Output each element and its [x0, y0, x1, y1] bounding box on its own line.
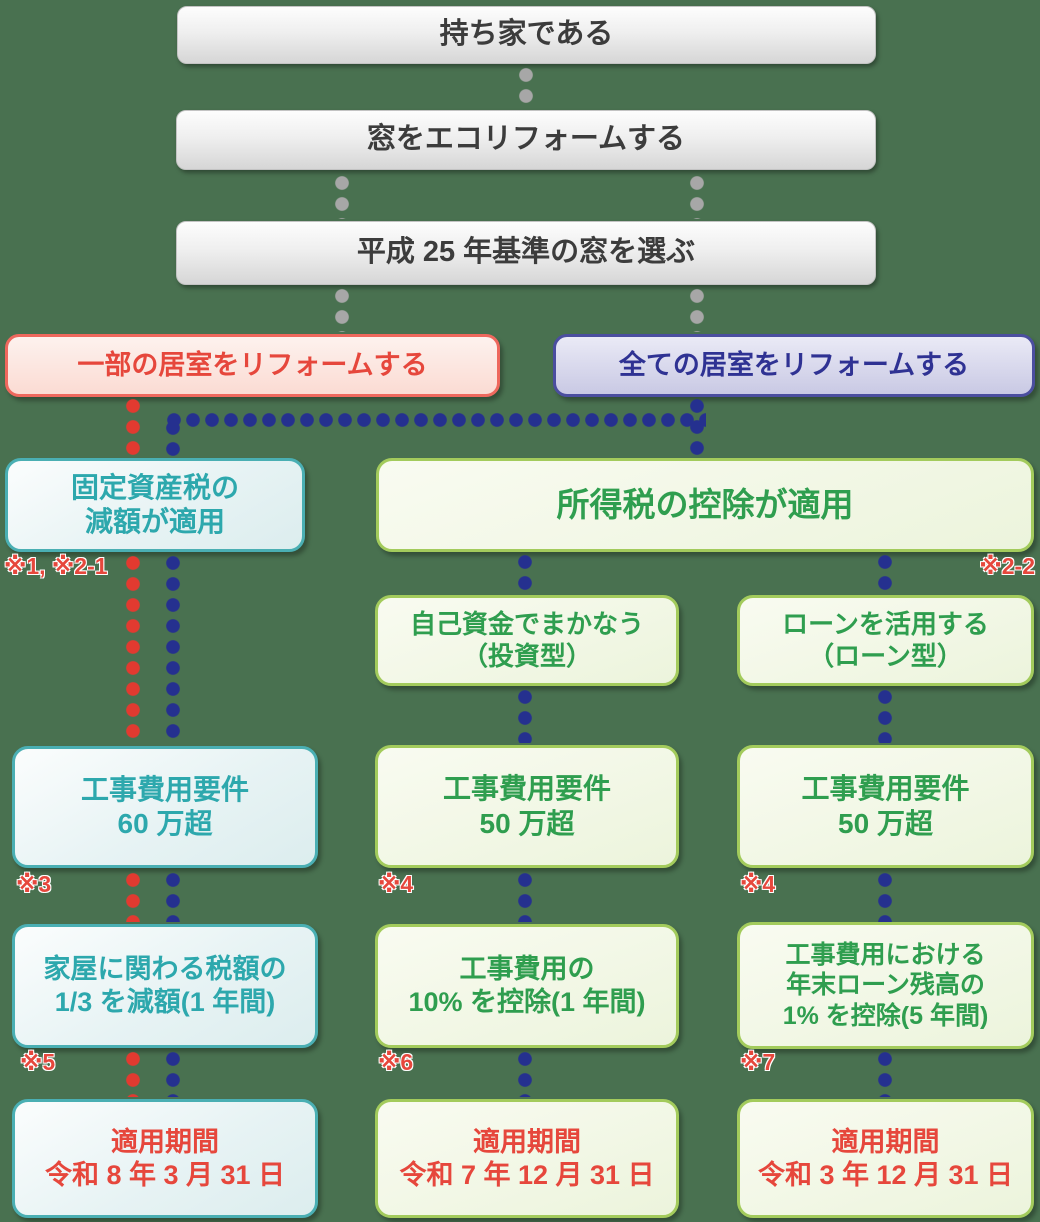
connector-blue-mid-2: [517, 689, 533, 743]
node-period-loan-line2: 令和 3 年 12 月 31 日: [757, 1159, 1014, 1190]
connector-blue-left-1: [165, 420, 181, 456]
node-benefit-loan-line3: 1% を控除(5 年間): [782, 1001, 989, 1030]
node-benefit-invest: 工事費用の 10% を控除(1 年間): [375, 924, 679, 1048]
node-cost-requirement-invest-line2: 50 万超: [479, 807, 575, 839]
node-all-rooms-reform: 全ての居室をリフォームする: [553, 334, 1035, 397]
node-period-invest-line2: 令和 7 年 12 月 31 日: [399, 1159, 655, 1190]
node-period-loan-line1: 適用期間: [831, 1126, 940, 1157]
node-cost-requirement-property: 工事費用要件 60 万超: [12, 746, 318, 868]
connector-blue-left-2: [165, 555, 181, 745]
connector-red-3: [125, 872, 141, 922]
node-self-funded: 自己資金でまかなう （投資型）: [375, 595, 679, 686]
node-period-property-line1: 適用期間: [111, 1126, 219, 1157]
node-period-property-line2: 令和 8 年 3 月 31 日: [44, 1159, 286, 1190]
node-period-property: 適用期間 令和 8 年 3 月 31 日: [12, 1099, 318, 1218]
node-period-invest: 適用期間 令和 7 年 12 月 31 日: [375, 1099, 679, 1218]
node-benefit-property: 家屋に関わる税額の 1/3 を減額(1 年間): [12, 924, 318, 1048]
node-partial-rooms-reform: 一部の居室をリフォームする: [5, 334, 500, 397]
node-benefit-loan-line2: 年末ローン残高の: [786, 971, 985, 1000]
node-benefit-loan: 工事費用における 年末ローン残高の 1% を控除(5 年間): [737, 922, 1034, 1049]
node-property-tax-reduction-line1: 固定資産税の: [70, 471, 239, 503]
connector-blue-rightcol-3: [877, 872, 893, 922]
node-benefit-property-line2: 1/3 を減額(1 年間): [54, 987, 276, 1017]
node-choose-h25-window: 平成 25 年基準の窓を選ぶ: [176, 221, 876, 285]
node-cost-requirement-invest-line1: 工事費用要件: [442, 773, 611, 805]
connector-blue-rightcol-2: [877, 689, 893, 743]
node-use-loan-line2: （ローン型）: [808, 640, 963, 671]
footnote-2-2: ※2-2: [979, 553, 1035, 579]
connector-blue-horizontal: [166, 412, 706, 428]
node-use-loan-line1: ローンを活用する: [782, 608, 989, 639]
footnote-4-loan: ※4: [740, 871, 776, 897]
connector-gray-5: [689, 288, 705, 332]
connector-blue-rightcol-1: [877, 554, 893, 593]
connector-gray-3: [689, 175, 705, 219]
node-income-tax-deduction-label: 所得税の控除が適用: [556, 485, 854, 523]
node-self-funded-line1: 自己資金でまかなう: [409, 608, 644, 639]
node-window-eco-reform-label: 窓をエコリフォームする: [366, 123, 686, 156]
connector-red-1: [125, 398, 141, 456]
node-cost-requirement-loan-line2: 50 万超: [838, 807, 933, 839]
node-owns-home: 持ち家である: [177, 6, 876, 64]
node-cost-requirement-loan: 工事費用要件 50 万超: [737, 745, 1034, 868]
node-benefit-invest-line1: 工事費用の: [459, 954, 595, 985]
footnote-5: ※5: [20, 1049, 56, 1075]
node-period-invest-line1: 適用期間: [473, 1126, 581, 1157]
node-period-loan: 適用期間 令和 3 年 12 月 31 日: [737, 1099, 1034, 1218]
node-benefit-property-line1: 家屋に関わる税額の: [43, 954, 287, 985]
node-partial-rooms-reform-label: 一部の居室をリフォームする: [77, 350, 428, 381]
footnote-4-invest: ※4: [378, 871, 414, 897]
node-window-eco-reform: 窓をエコリフォームする: [176, 110, 876, 170]
node-self-funded-line2: （投資型）: [461, 640, 592, 671]
node-cost-requirement-invest: 工事費用要件 50 万超: [375, 745, 679, 868]
node-cost-requirement-property-line2: 60 万超: [117, 808, 213, 839]
node-property-tax-reduction-line2: 減額が適用: [84, 506, 225, 537]
connector-blue-left-3: [165, 872, 181, 922]
footnote-7: ※7: [740, 1049, 776, 1075]
node-benefit-invest-line2: 10% を控除(1 年間): [408, 987, 646, 1017]
footnote-6: ※6: [378, 1049, 414, 1075]
connector-red-4: [125, 1051, 141, 1097]
footnote-3: ※3: [16, 871, 52, 897]
connector-blue-rightcol-4: [877, 1051, 893, 1097]
node-all-rooms-reform-label: 全ての居室をリフォームする: [618, 350, 970, 381]
node-cost-requirement-property-line1: 工事費用要件: [80, 773, 249, 805]
node-cost-requirement-loan-line1: 工事費用要件: [801, 773, 970, 805]
connector-blue-left-4: [165, 1051, 181, 1097]
node-choose-h25-window-label: 平成 25 年基準の窓を選ぶ: [356, 236, 696, 269]
node-owns-home-label: 持ち家である: [439, 18, 614, 51]
connector-gray-4: [334, 288, 350, 332]
connector-blue-mid-3: [517, 872, 533, 922]
footnote-1-2-1: ※1, ※2-1: [4, 553, 108, 579]
connector-blue-mid-4: [517, 1051, 533, 1097]
node-income-tax-deduction: 所得税の控除が適用: [376, 458, 1034, 552]
node-use-loan: ローンを活用する （ローン型）: [737, 595, 1034, 686]
connector-blue-mid-1: [517, 554, 533, 593]
connector-gray-1: [518, 67, 534, 109]
node-benefit-loan-line1: 工事費用における: [785, 940, 986, 969]
node-property-tax-reduction: 固定資産税の 減額が適用: [5, 458, 305, 552]
connector-gray-2: [334, 175, 350, 219]
connector-red-2: [125, 555, 141, 745]
